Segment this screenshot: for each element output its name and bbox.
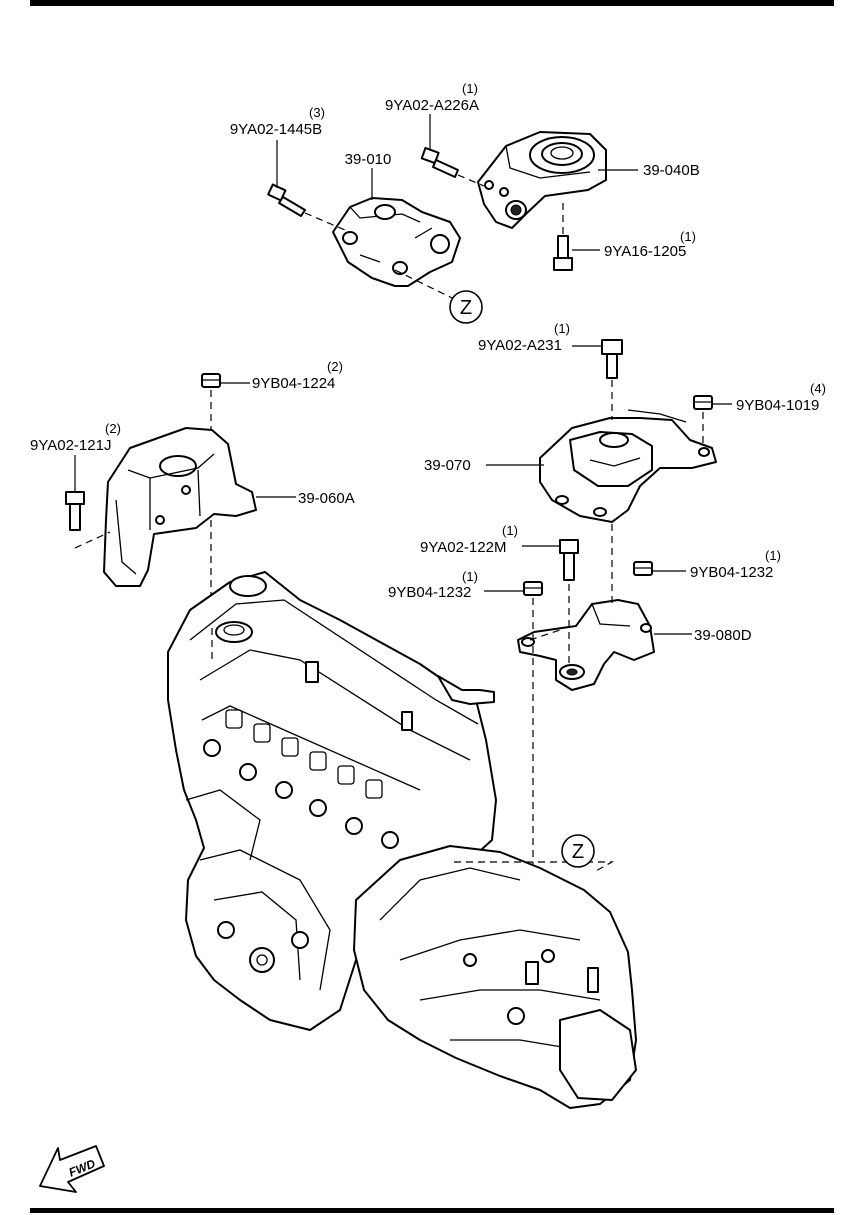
top-border-bar xyxy=(30,0,834,6)
bolt-9YA16-1205 xyxy=(553,235,573,271)
label-9YB04-1232-left: 9YB04-1232 xyxy=(388,584,471,601)
engine-block xyxy=(167,571,497,1031)
reference-z-top: Z xyxy=(449,290,483,324)
label-9YB04-1224: 9YB04-1224 xyxy=(252,375,335,392)
transmission xyxy=(353,845,637,1109)
qty-9YA16-1205: (1) xyxy=(680,229,696,244)
qty-9YA02-1445B: (3) xyxy=(309,105,325,120)
qty-9YA02-A226A: (1) xyxy=(462,81,478,96)
nut-9YB04-1019 xyxy=(693,395,713,410)
reference-z-bottom-text: Z xyxy=(572,841,584,863)
bottom-border-bar xyxy=(30,1208,834,1213)
label-9YA02-A231: 9YA02-A231 xyxy=(478,337,562,354)
fwd-arrow-icon: FWD xyxy=(39,1145,105,1193)
label-39-070: 39-070 xyxy=(424,457,471,474)
reference-z-bottom: Z xyxy=(561,834,595,868)
qty-9YA02-121J: (2) xyxy=(105,421,121,436)
label-9YA02-A226A: 9YA02-A226A xyxy=(385,97,479,114)
bolt-9YA02-A226A xyxy=(420,146,459,178)
nut-9YB04-1232-right xyxy=(633,561,653,576)
qty-9YA02-A231: (1) xyxy=(554,321,570,336)
label-9YB04-1019: 9YB04-1019 xyxy=(736,397,819,414)
nut-9YB04-1232-left xyxy=(523,581,543,596)
bolt-9YA02-122M xyxy=(559,539,579,581)
bolt-9YA02-121J xyxy=(65,491,85,531)
label-39-040B: 39-040B xyxy=(643,162,700,179)
bolt-9YA02-A231 xyxy=(601,339,623,379)
label-9YA02-121J: 9YA02-121J xyxy=(30,437,111,454)
bracket-39-010 xyxy=(332,197,461,287)
mount-39-080D xyxy=(517,599,655,691)
label-39-060A: 39-060A xyxy=(298,490,355,507)
label-9YA02-1445B: 9YA02-1445B xyxy=(230,121,322,138)
qty-9YB04-1232-right: (1) xyxy=(765,548,781,563)
nut-9YB04-1224 xyxy=(201,373,221,388)
label-39-080D: 39-080D xyxy=(694,627,752,644)
label-9YA02-122M: 9YA02-122M xyxy=(420,539,506,556)
bolt-9YA02-1445B xyxy=(267,183,306,217)
reference-z-top-text: Z xyxy=(460,297,472,319)
mount-39-070 xyxy=(539,409,717,523)
qty-9YB04-1232-left: (1) xyxy=(462,569,478,584)
label-39-010: 39-010 xyxy=(345,151,392,168)
qty-9YB04-1019: (4) xyxy=(810,381,826,396)
qty-9YA02-122M: (1) xyxy=(502,523,518,538)
qty-9YB04-1224: (2) xyxy=(327,359,343,374)
mount-39-060A xyxy=(103,427,257,587)
mount-39-040B xyxy=(477,131,607,229)
label-9YA16-1205: 9YA16-1205 xyxy=(604,243,686,260)
label-9YB04-1232-right: 9YB04-1232 xyxy=(690,564,773,581)
